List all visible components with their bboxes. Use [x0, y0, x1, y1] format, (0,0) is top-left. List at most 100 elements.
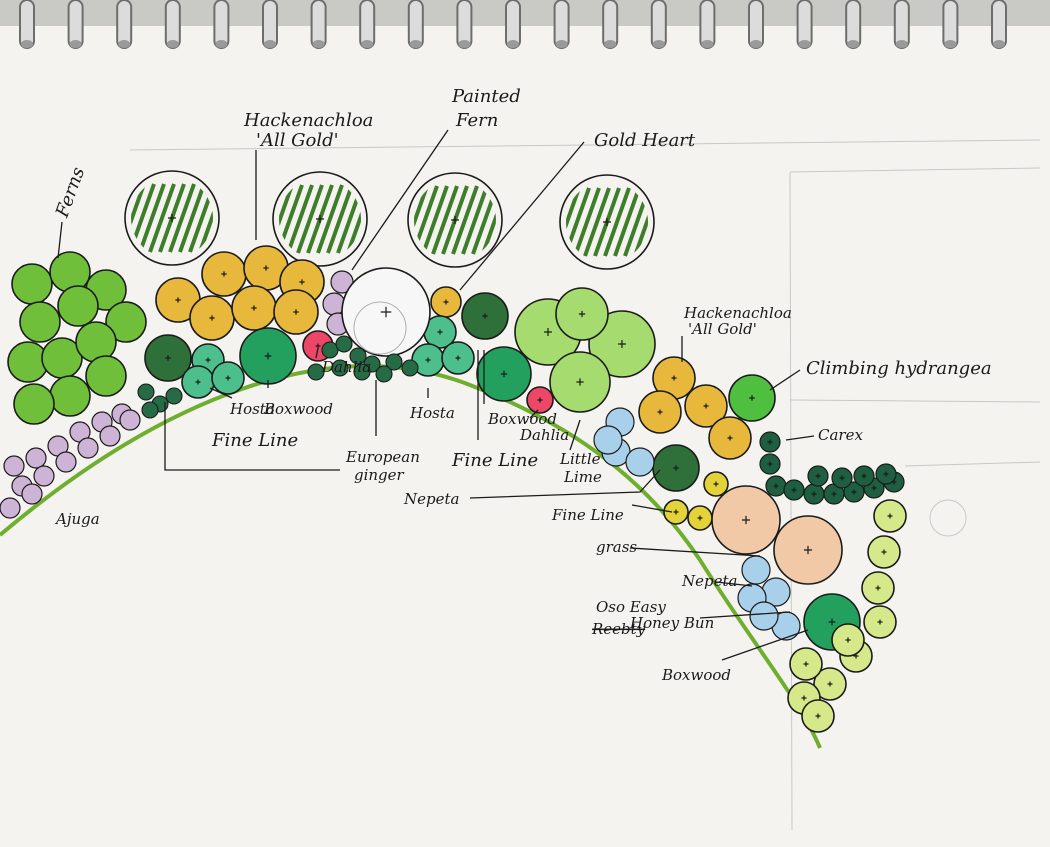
carex-center-mark: [871, 485, 877, 491]
label-fine-line-right: Fine Line: [551, 506, 624, 524]
hackenachloa-center-mark: [263, 265, 269, 271]
hackenachloa-center-mark: [175, 297, 181, 303]
label-grass: grass: [596, 538, 637, 556]
hackenachloa-center-mark: [703, 403, 709, 409]
label-hackenachloa-top: Hackenachloa: [243, 110, 373, 131]
little-lime-center-mark: [576, 378, 584, 386]
carex-center-mark: [851, 489, 857, 495]
carex-center-mark: [767, 461, 773, 467]
ajuga: [0, 497, 21, 519]
label-boxwood-right: Boxwood: [661, 666, 731, 684]
label-dahlia-center: Dahlia: [519, 426, 569, 444]
hackenachloa-center-mark: [727, 435, 733, 441]
label-hosta-center: Hosta: [409, 404, 455, 422]
label-fine-line-center: Fine Line: [451, 450, 538, 471]
label-hackenachloa-top-cultivar: 'All Gold': [256, 130, 339, 151]
carex-center-mark: [861, 473, 867, 479]
fine-line-dot: [137, 383, 155, 401]
ajuga: [55, 451, 77, 473]
tree-center-mark: [316, 215, 324, 223]
spiral-hole: [701, 40, 714, 48]
label-oso-easy-1: Oso Easy: [596, 598, 666, 616]
spiral-hole: [361, 40, 374, 48]
grass-center-mark: [713, 481, 719, 487]
pale-lime-shrub-center-mark: [881, 549, 887, 555]
label-hosta-left: Hosta: [229, 400, 275, 418]
hosta-center-mark: [437, 329, 443, 335]
spiral-hole: [215, 40, 228, 48]
nepeta: [749, 601, 779, 631]
carex-center-mark: [773, 483, 779, 489]
fern: [13, 383, 55, 425]
fern: [49, 375, 91, 417]
hackenachloa-center-mark: [221, 271, 227, 277]
ajuga: [119, 409, 141, 431]
label-gold-heart: Gold Heart: [594, 130, 696, 151]
fine-line-dot: [165, 387, 183, 405]
oso-easy-center-mark: [803, 545, 813, 555]
fern: [19, 301, 61, 343]
label-nepeta-center: Nepeta: [403, 490, 459, 508]
nepeta: [625, 447, 655, 477]
ajuga: [25, 447, 47, 469]
hosta-center-mark: [195, 379, 201, 385]
little-lime-center-mark: [578, 310, 586, 318]
spiral-hole: [993, 40, 1005, 48]
fine-line-dot: [385, 353, 403, 371]
pale-lime-shrub-center-mark: [801, 695, 807, 701]
hackenachloa-center-mark: [293, 309, 299, 315]
fern: [49, 251, 91, 293]
little-lime-center-mark: [544, 328, 552, 336]
pale-lime-shrub-center-mark: [815, 713, 821, 719]
tree-center-mark: [603, 218, 611, 226]
label-hackenachloa-right-cultivar: 'All Gold': [688, 320, 757, 338]
bed-edge-line: [0, 364, 822, 749]
label-oso-easy-2: Honey Bun: [629, 614, 714, 632]
label-painted-fern-2: Fern: [455, 110, 498, 131]
fern: [57, 285, 99, 327]
fine-line-dot: [141, 401, 159, 419]
tree-center-mark: [168, 214, 176, 222]
spiral-hole: [798, 40, 811, 48]
gold-heart-center-mark: [443, 299, 449, 305]
label-ajuga: Ajuga: [54, 510, 100, 528]
tree-center-mark: [451, 216, 459, 224]
spiral-hole: [604, 40, 617, 48]
pale-lime-shrub-center-mark: [845, 637, 851, 643]
spiral-hole: [458, 40, 471, 48]
label-leaders: [57, 129, 815, 661]
boxwood-center-mark: [264, 352, 272, 360]
fine-line-dot: [331, 359, 349, 377]
hackenachloa-center-mark: [671, 375, 677, 381]
label-fine-line-left: Fine Line: [211, 430, 298, 451]
carex-center-mark: [831, 491, 837, 497]
label-european-ginger-1: European: [345, 448, 420, 466]
spiral-hole: [555, 40, 568, 48]
label-carex: Carex: [818, 426, 863, 444]
spiral-hole: [944, 40, 957, 48]
pencil-guidelines: [129, 139, 1041, 831]
boxwood-center-mark: [500, 370, 508, 378]
fine-line-dot: [375, 365, 393, 383]
plant-labels: Ferns Hackenachloa 'All Gold' Painted Fe…: [52, 86, 992, 684]
pale-lime-shrub-center-mark: [877, 619, 883, 625]
tree-circles: [124, 170, 655, 270]
sketchbook-paper: [0, 26, 1050, 847]
carex-center-mark: [839, 475, 845, 481]
nepeta: [741, 555, 771, 585]
label-little-lime-1: Little: [559, 450, 601, 468]
carex-center-mark: [811, 491, 817, 497]
nepeta: [593, 425, 623, 455]
spiral-hole: [312, 40, 325, 48]
fine-line-dot: [349, 347, 367, 365]
fern: [85, 355, 127, 397]
white-shrub-center-mark: [380, 306, 392, 318]
fern: [105, 301, 147, 343]
ajuga: [21, 483, 43, 505]
hosta-center-mark: [205, 357, 211, 363]
spiral-binding: [19, 0, 1007, 49]
fine-line-dot: [307, 363, 325, 381]
ajuga: [33, 465, 55, 487]
carex-center-mark: [767, 439, 773, 445]
